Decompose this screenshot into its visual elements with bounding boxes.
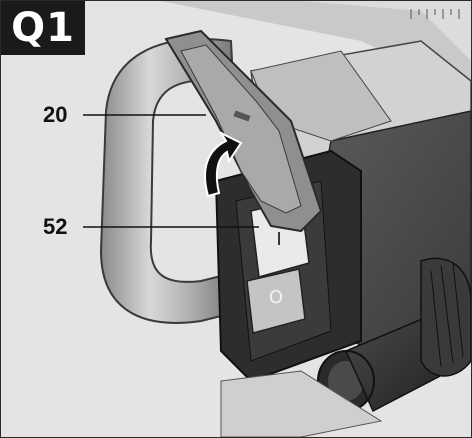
off-button xyxy=(246,268,306,334)
adjustment-wheel xyxy=(420,257,471,377)
machine-top-panel xyxy=(161,1,471,91)
scale-ticks xyxy=(410,9,460,19)
carrying-handle xyxy=(99,38,242,324)
on-symbol: I xyxy=(276,229,281,250)
off-symbol: O xyxy=(269,287,283,308)
lift-arrow-icon xyxy=(204,130,243,198)
callout-20: 20 xyxy=(43,102,68,127)
callout-52: 52 xyxy=(43,214,68,239)
figure-badge: Q1 xyxy=(1,1,85,55)
